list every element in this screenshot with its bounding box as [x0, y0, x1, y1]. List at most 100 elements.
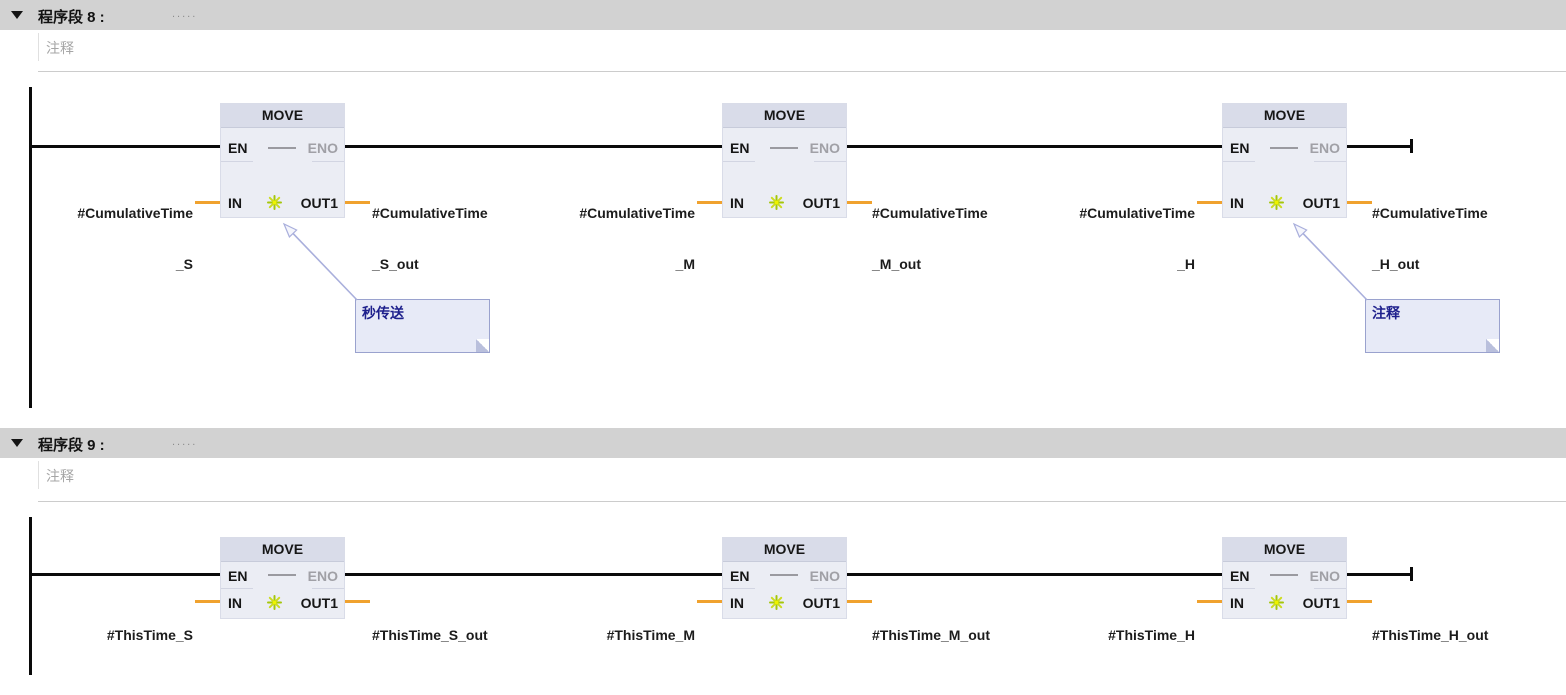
operand-wire [345, 201, 370, 204]
operand-output[interactable]: #ThisTime_M_out [872, 593, 1052, 678]
network-title-placeholder[interactable]: ..... [172, 436, 198, 448]
move-block[interactable]: MOVE EN ENO IN OUT1 [220, 103, 345, 218]
operand-wire [697, 600, 722, 603]
pin-in: IN [228, 595, 242, 611]
network-comment-field[interactable]: 注释 [38, 461, 1558, 489]
pin-underline [1223, 588, 1255, 589]
operand-output[interactable]: #CumulativeTime _S_out [372, 171, 552, 307]
operand-input[interactable]: #CumulativeTime _M [543, 171, 695, 307]
rung-wire [29, 573, 1413, 576]
operand-line: #CumulativeTime [77, 205, 193, 221]
pin-en: EN [1230, 568, 1250, 584]
pin-in: IN [730, 595, 744, 611]
sparkle-icon [1269, 195, 1284, 210]
move-block[interactable]: MOVE EN ENO IN OUT1 [722, 103, 847, 218]
pin-out1: OUT1 [802, 595, 840, 611]
operand-wire [195, 201, 220, 204]
pin-underline [814, 588, 846, 589]
pin-eno: ENO [307, 568, 338, 584]
pin-en: EN [228, 568, 248, 584]
block-title: MOVE [221, 538, 344, 562]
operand-output[interactable]: #CumulativeTime _H_out [1372, 171, 1552, 307]
sparkle-icon [769, 195, 784, 210]
pin-eno: ENO [307, 140, 338, 156]
block-title: MOVE [723, 104, 846, 128]
operand-input[interactable]: #CumulativeTime _S [41, 171, 193, 307]
network-comment-field[interactable]: 注释 [38, 33, 1558, 61]
operand-line: #CumulativeTime [1079, 205, 1195, 221]
comment-callout[interactable]: 秒传送 [355, 299, 490, 353]
fold-corner-icon [476, 339, 489, 352]
operand-wire [1197, 600, 1222, 603]
pin-out1: OUT1 [802, 195, 840, 211]
en-eno-dash [268, 147, 296, 149]
operand-output[interactable]: #ThisTime_S_out [372, 593, 552, 678]
operand-line: #ThisTime_H_out [1372, 627, 1489, 643]
en-eno-dash [268, 574, 296, 576]
pin-en: EN [730, 568, 750, 584]
rung-end-tick [1410, 139, 1413, 153]
operand-line: #CumulativeTime [872, 205, 988, 221]
pin-underline [723, 588, 755, 589]
operand-input[interactable]: #ThisTime_S [41, 593, 193, 678]
operand-input[interactable]: #ThisTime_M [543, 593, 695, 678]
operand-line: #ThisTime_H [1108, 627, 1195, 643]
operand-wire [345, 600, 370, 603]
en-eno-dash [770, 574, 798, 576]
block-title: MOVE [221, 104, 344, 128]
network-title: 程序段 9 : [38, 437, 105, 454]
pin-underline [312, 588, 344, 589]
operand-output[interactable]: #ThisTime_H_out [1372, 593, 1552, 678]
operand-wire [1347, 600, 1372, 603]
network-title: 程序段 8 : [38, 9, 105, 26]
block-title: MOVE [1223, 538, 1346, 562]
move-block[interactable]: MOVE EN ENO IN OUT1 [220, 537, 345, 619]
pin-en: EN [1230, 140, 1250, 156]
power-rail [29, 87, 32, 408]
callout-text: 注释 [1372, 305, 1400, 321]
pin-in: IN [1230, 595, 1244, 611]
move-block[interactable]: MOVE EN ENO IN OUT1 [722, 537, 847, 619]
pin-en: EN [730, 140, 750, 156]
operand-line: _H [1177, 256, 1195, 272]
operand-line: _S_out [372, 256, 419, 272]
separator-line [38, 501, 1566, 502]
collapse-network-icon[interactable] [11, 11, 23, 19]
operand-input[interactable]: #CumulativeTime _H [1043, 171, 1195, 307]
pin-in: IN [228, 195, 242, 211]
operand-line: #ThisTime_S [106, 627, 193, 643]
pin-underline [723, 161, 755, 162]
operand-line: _H_out [1372, 256, 1420, 272]
operand-line: _S [175, 256, 193, 272]
pin-in: IN [1230, 195, 1244, 211]
pin-en: EN [228, 140, 248, 156]
operand-wire [847, 600, 872, 603]
comment-callout[interactable]: 注释 [1365, 299, 1500, 353]
pin-eno: ENO [809, 140, 840, 156]
pin-in: IN [730, 195, 744, 211]
pin-underline [1223, 161, 1255, 162]
operand-wire [195, 600, 220, 603]
callout-text: 秒传送 [362, 305, 404, 321]
en-eno-dash [770, 147, 798, 149]
move-block[interactable]: MOVE EN ENO IN OUT1 [1222, 537, 1347, 619]
network-title-placeholder[interactable]: ..... [172, 8, 198, 20]
pin-underline [221, 161, 253, 162]
sparkle-icon [267, 595, 282, 610]
sparkle-icon [769, 595, 784, 610]
pin-out1: OUT1 [1302, 195, 1340, 211]
network-9-header[interactable]: 程序段 9 : ..... [0, 428, 1566, 458]
pin-underline [1314, 161, 1346, 162]
operand-line: #ThisTime_M [606, 627, 695, 643]
collapse-network-icon[interactable] [11, 439, 23, 447]
operand-line: #CumulativeTime [579, 205, 695, 221]
rung-end-tick [1410, 567, 1413, 581]
move-block[interactable]: MOVE EN ENO IN OUT1 [1222, 103, 1347, 218]
pin-underline [1314, 588, 1346, 589]
network-8-header[interactable]: 程序段 8 : ..... [0, 0, 1566, 30]
en-eno-dash [1270, 147, 1298, 149]
operand-line: #ThisTime_M_out [872, 627, 990, 643]
operand-input[interactable]: #ThisTime_H [1043, 593, 1195, 678]
rung-wire [29, 145, 1413, 148]
operand-output[interactable]: #CumulativeTime _M_out [872, 171, 1052, 307]
